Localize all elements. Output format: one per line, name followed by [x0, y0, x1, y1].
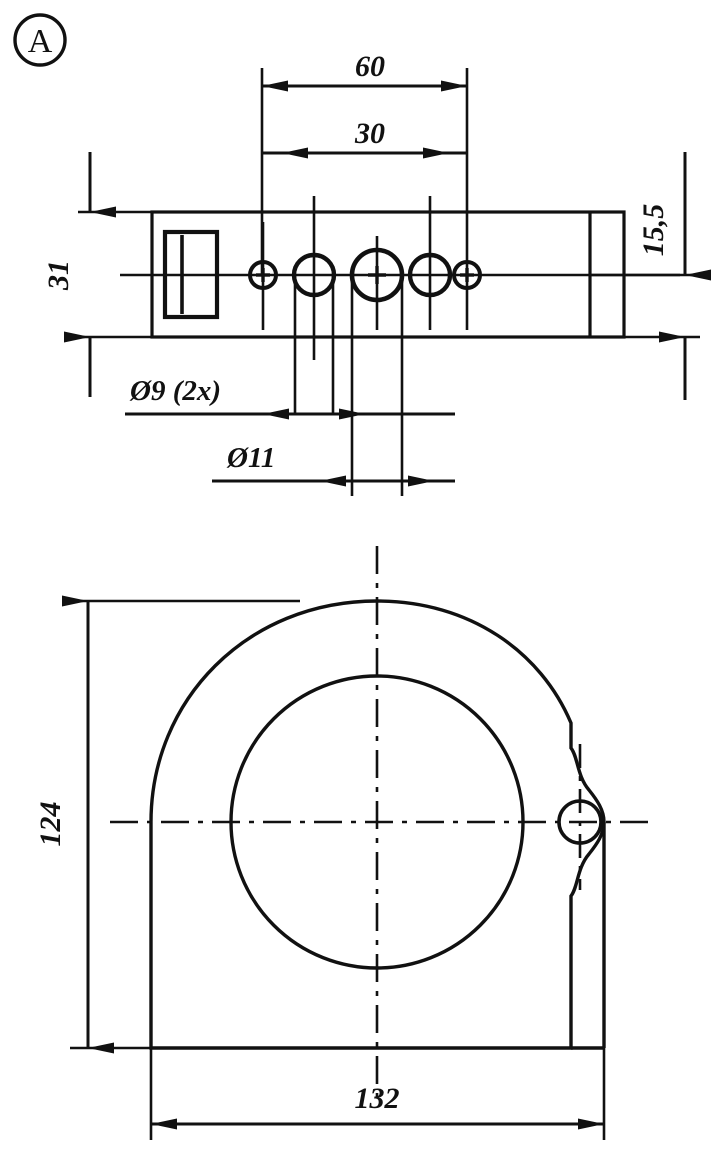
view-tag-circle	[13, 13, 67, 67]
top-view-group: 60 30 31 15	[42, 50, 711, 496]
dim-155-label: 15,5	[637, 204, 670, 257]
diameter-9-callout: Ø9 (2x)	[125, 375, 455, 420]
view-tag-label: A	[28, 23, 53, 60]
bottom-view-outer-profile	[149, 599, 606, 1050]
view-tag-a: A	[13, 13, 67, 67]
dimension-30: 30	[262, 117, 467, 159]
dimension-15-5: 15,5	[590, 152, 711, 400]
hole-3-large	[349, 247, 405, 303]
diameter-11-callout: Ø11	[212, 442, 455, 487]
bottom-view-group: 124 132	[34, 546, 648, 1140]
hole-2-medium	[291, 252, 337, 298]
hole-5-small	[452, 260, 482, 290]
dim-30-label: 30	[354, 117, 385, 150]
dia9-label: Ø9 (2x)	[129, 375, 221, 407]
dia11-label: Ø11	[226, 442, 275, 474]
dimension-132: 132	[149, 1040, 606, 1140]
dim-60-label: 60	[355, 50, 385, 83]
dim-132-label: 132	[355, 1082, 400, 1115]
dimension-31: 31	[42, 152, 200, 397]
dimension-124: 124	[34, 595, 300, 1054]
hole-4-medium	[407, 252, 453, 298]
dimension-60: 60	[262, 50, 467, 92]
dim-31-label: 31	[42, 260, 75, 291]
dim-124-label: 124	[34, 802, 67, 847]
